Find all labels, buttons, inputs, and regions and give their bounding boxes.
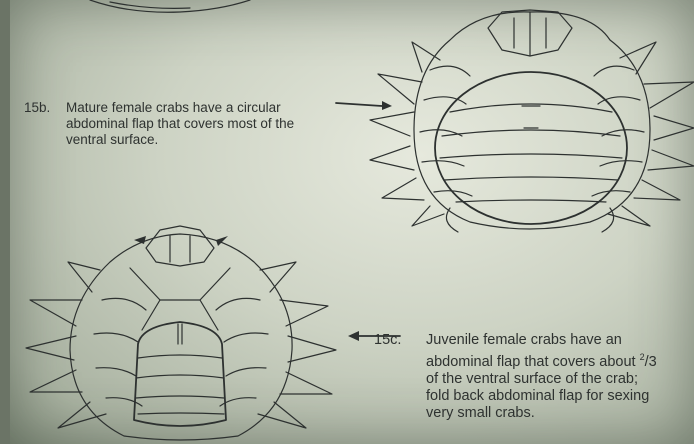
caption-15c-line: fold back abdominal flap for sexing — [426, 388, 694, 405]
caption-15b-text: Mature female crabs have a circular abdo… — [66, 100, 326, 148]
figure-number-15b: 15b. — [24, 100, 66, 116]
caption-15c-line: of the ventral surface of the crab; — [426, 371, 694, 388]
juvenile-female-crab-drawing — [26, 226, 336, 440]
caption-15c-line2-text: abdominal flap that covers about — [426, 354, 640, 370]
caption-15c-line: very small crabs. — [426, 405, 694, 422]
caption-15c-line: abdominal flap that covers about 2/3 — [426, 349, 694, 371]
book-page: 15b. Mature female crabs have a circular… — [10, 0, 694, 444]
caption-15c-line: Juvenile female crabs have an — [426, 332, 694, 349]
arrow-15b — [336, 101, 392, 110]
caption-15b-line: ventral surface. — [66, 132, 326, 148]
figure-number-15c: 15c. — [374, 332, 426, 349]
fraction-denominator: 3 — [649, 354, 657, 370]
caption-15b-line: abdominal flap that covers most of the — [66, 116, 326, 132]
fraction-two-thirds: 2/3 — [640, 349, 657, 371]
caption-15c-text: Juvenile female crabs have an abdominal … — [426, 332, 694, 422]
mature-female-crab-drawing — [370, 10, 694, 232]
caption-15b-line: Mature female crabs have a circular — [66, 100, 326, 116]
top-drawing-fragment — [90, 0, 250, 12]
